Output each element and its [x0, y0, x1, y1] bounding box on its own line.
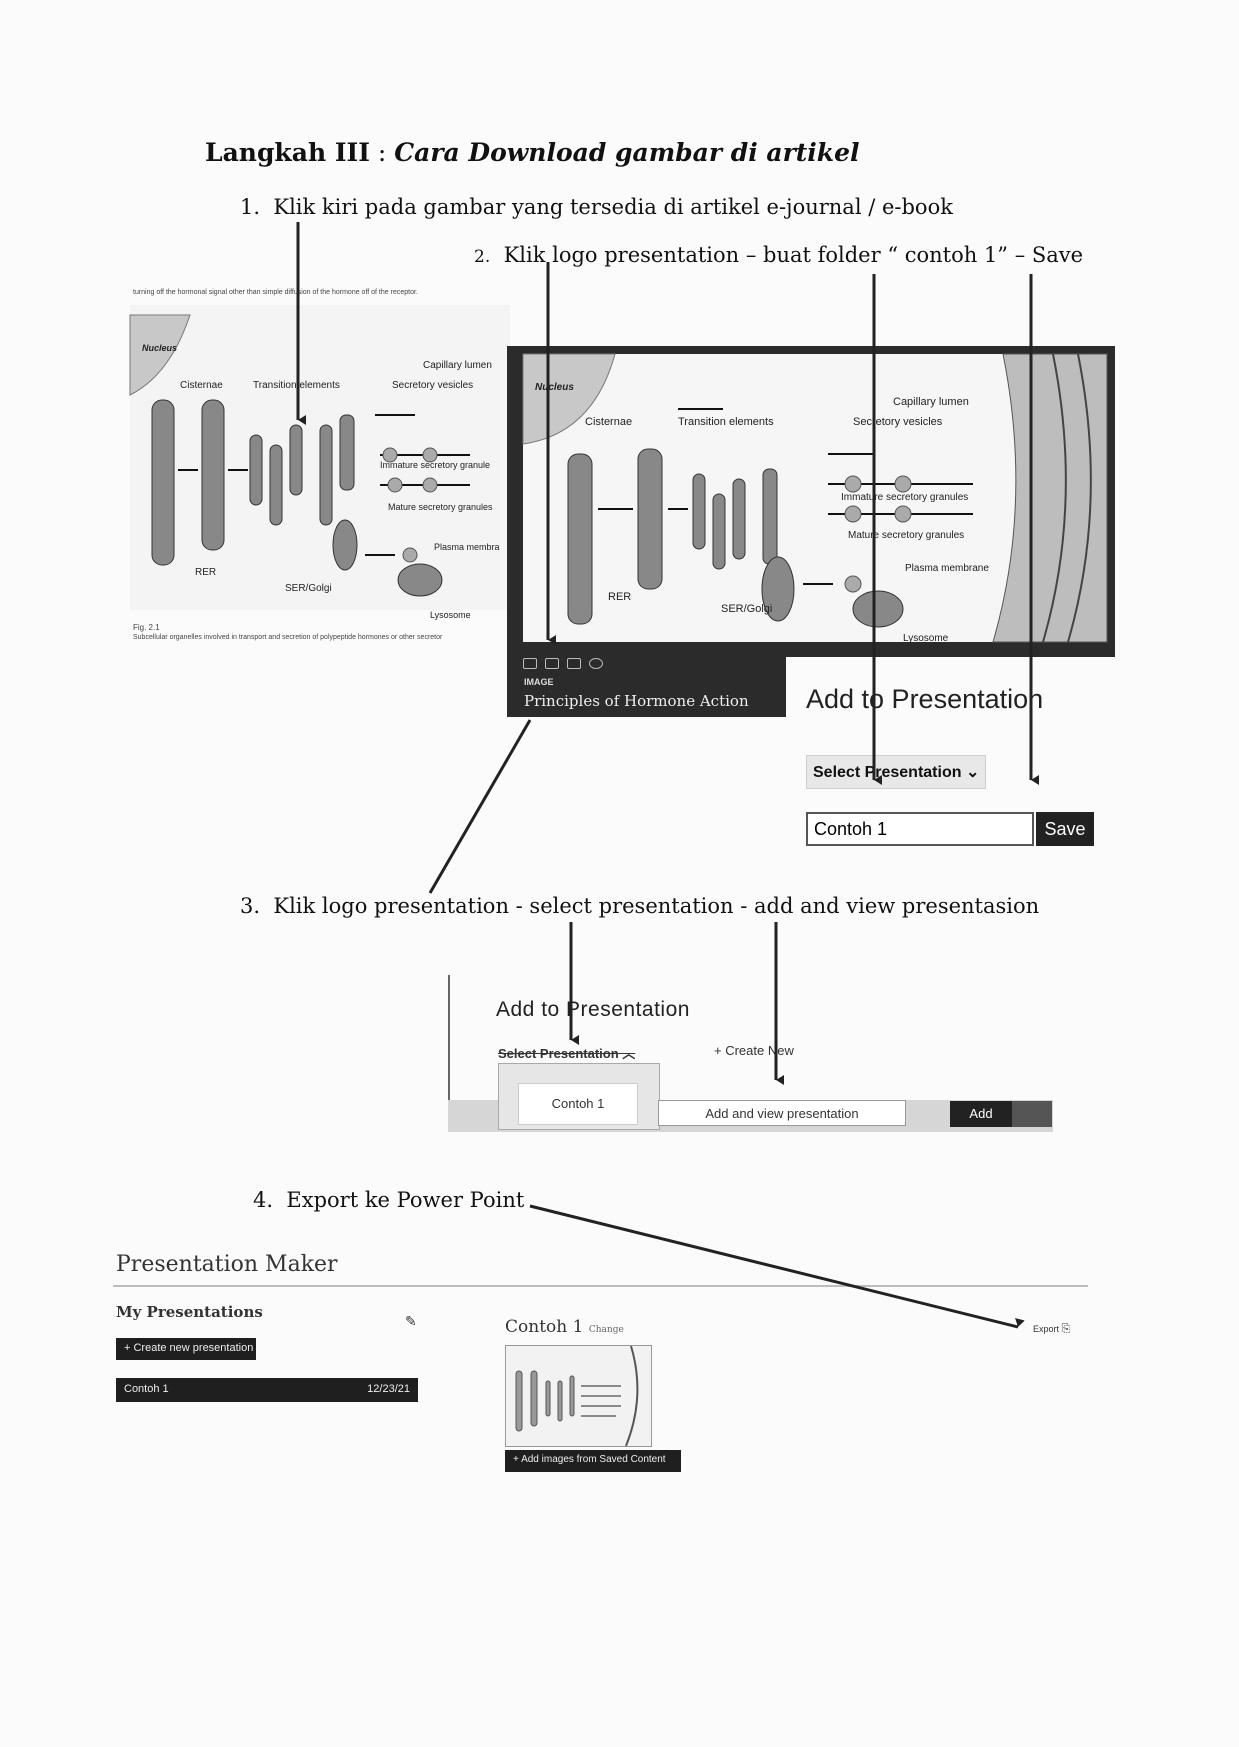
- step-text: Klik logo presentation – buat folder “ c…: [503, 243, 1084, 267]
- label-transition: Transition elements: [678, 416, 774, 428]
- label-mature: Mature secretory granules: [848, 530, 965, 541]
- label-transition: Transition elements: [253, 380, 340, 391]
- label-rer: RER: [195, 567, 217, 578]
- label-plasma: Plasma membrane: [905, 563, 989, 574]
- chevron-down-icon: ⌄: [965, 764, 980, 781]
- presentation-maker-title: Presentation Maker: [116, 1252, 338, 1277]
- panel-title: Add to Presentation: [806, 684, 1044, 714]
- current-presentation-title: Contoh 1: [505, 1317, 584, 1337]
- change-link[interactable]: Change: [588, 1325, 624, 1335]
- select-presentation-dropdown[interactable]: Select Presentation ⌄: [806, 755, 987, 789]
- step-number: 4.: [253, 1188, 274, 1212]
- label-immature: Immature secretory granules: [841, 492, 969, 503]
- slide-thumbnail[interactable]: [505, 1345, 652, 1447]
- add-images-button[interactable]: + Add images from Saved Content: [505, 1450, 681, 1472]
- list-item[interactable]: Contoh 1: [518, 1083, 638, 1125]
- save-button[interactable]: Save: [1036, 812, 1094, 846]
- cell-diagram-right: [522, 353, 1108, 643]
- step-2: 2. Klik logo presentation – buat folder …: [474, 243, 1083, 267]
- article-figure: Nucleus Cisternae Transition elements Ca…: [129, 305, 510, 620]
- title-divider: [113, 1285, 1088, 1287]
- viewer-image[interactable]: Nucleus Cisternae Transition elements Ca…: [522, 353, 1108, 644]
- email-icon[interactable]: [567, 658, 581, 669]
- panel-title: Add to Presentation: [496, 998, 690, 1021]
- label-immature: Immature secretory granule: [380, 460, 491, 470]
- add-button[interactable]: Add: [950, 1101, 1012, 1127]
- label-mature: Mature secretory granules: [388, 502, 493, 512]
- share-icon[interactable]: [523, 658, 537, 669]
- page-heading: Langkah III : Cara Download gambar di ar…: [205, 138, 860, 167]
- heading-bold: Langkah III: [205, 138, 370, 167]
- viewer-toolbar: [523, 656, 611, 674]
- presentation-icon[interactable]: [545, 658, 559, 669]
- step-4: 4. Export ke Power Point: [253, 1188, 524, 1212]
- label-ser: SER/Golgi: [285, 583, 332, 594]
- my-presentations-heading: My Presentations: [116, 1303, 263, 1321]
- arrow-step4-export: [529, 1204, 1025, 1329]
- viewer-caption: Principles of Hormone Action: [524, 692, 749, 710]
- label-capillary: Capillary lumen: [893, 396, 969, 408]
- step-text: Export ke Power Point: [286, 1188, 525, 1212]
- label-ser: SER/Golgi: [721, 603, 773, 615]
- add-and-view-button[interactable]: Add and view presentation: [658, 1100, 906, 1126]
- label-nucleus: Nucleus: [142, 343, 178, 353]
- export-link[interactable]: Export ⎘: [1033, 1323, 1070, 1336]
- label-lysosome: Lysosome: [903, 633, 949, 644]
- select-label: Select Presentation: [498, 1046, 619, 1061]
- image-tag: IMAGE: [524, 677, 554, 687]
- print-icon[interactable]: [589, 658, 603, 669]
- step-3: 3. Klik logo presentation - select prese…: [240, 894, 1039, 918]
- article-top-text: turning off the hormonal signal other th…: [133, 289, 418, 296]
- panel-edge: [1012, 1101, 1052, 1127]
- step-number: 1.: [240, 195, 261, 219]
- panel-border: [448, 975, 450, 1100]
- select-label: Select Presentation: [813, 764, 962, 781]
- create-new-link[interactable]: + Create New: [714, 1043, 794, 1058]
- label-cisternae: Cisternae: [180, 380, 223, 391]
- viewer-caption-panel: [507, 657, 787, 717]
- cell-diagram-left: [129, 314, 470, 597]
- label-rer: RER: [608, 591, 632, 603]
- arrow-step3-link: [428, 719, 532, 894]
- step-text: Klik kiri pada gambar yang tersedia di a…: [273, 195, 953, 219]
- step-1: 1. Klik kiri pada gambar yang tersedia d…: [240, 195, 953, 219]
- create-presentation-button[interactable]: + Create new presentation: [116, 1338, 256, 1360]
- fig-label: Fig. 2.1: [133, 623, 160, 632]
- chevron-up-icon: ︿: [622, 1046, 636, 1061]
- export-label: Export: [1033, 1324, 1060, 1334]
- presentation-row-name: Contoh 1: [124, 1383, 169, 1395]
- presentation-row[interactable]: Contoh 1 12/23/21: [116, 1378, 418, 1402]
- step-number: 2.: [474, 247, 491, 267]
- label-lysosome: Lysosome: [430, 610, 471, 620]
- diagram-thumbnail: [515, 1345, 639, 1447]
- label-plasma: Plasma membra: [434, 542, 500, 552]
- current-presentation: Contoh 1 Change: [505, 1317, 624, 1337]
- heading-italic: Cara Download gambar di artikel: [394, 138, 860, 167]
- label-nucleus: Nucleus: [535, 382, 574, 393]
- label-secretory: Secretory vesicles: [392, 380, 474, 391]
- fig-caption: Subcellular organelles involved in trans…: [133, 634, 443, 641]
- presentation-name-input[interactable]: [806, 812, 1034, 846]
- label-capillary: Capillary lumen: [423, 360, 492, 371]
- heading-colon: :: [369, 138, 395, 167]
- step-text: Klik logo presentation - select presenta…: [273, 894, 1040, 918]
- presentation-row-date: 12/23/21: [367, 1383, 410, 1395]
- export-icon: ⎘: [1061, 1323, 1071, 1335]
- label-cisternae: Cisternae: [585, 416, 633, 428]
- pencil-icon[interactable]: ✎: [405, 1313, 417, 1329]
- step-number: 3.: [240, 894, 261, 918]
- select-presentation-tab[interactable]: Select Presentation ︿: [498, 1043, 635, 1062]
